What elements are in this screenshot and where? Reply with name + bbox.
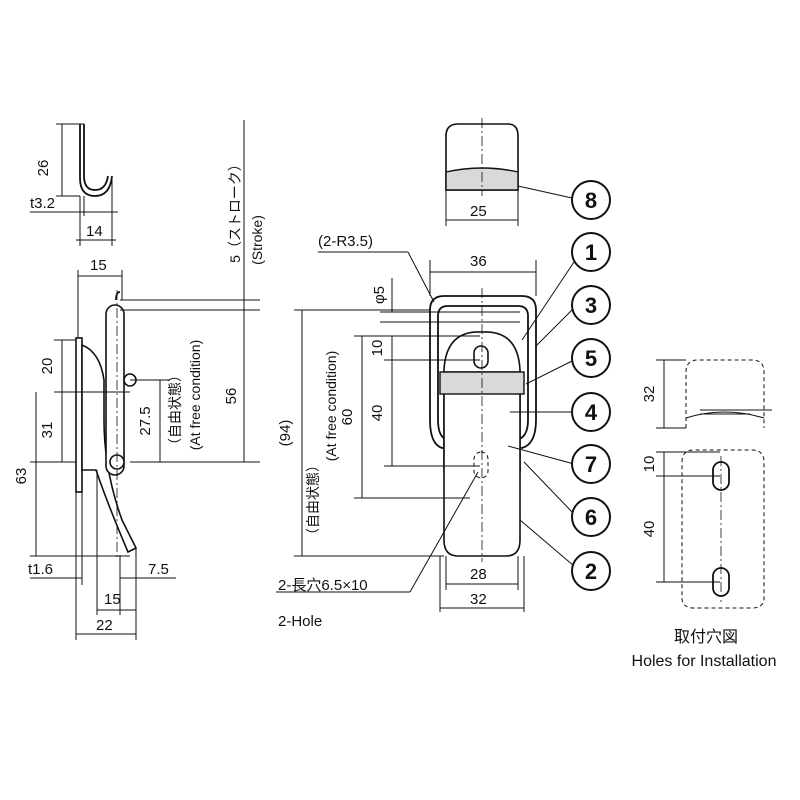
side-dim-31: 31 [39,422,56,439]
part-8-bubble [571,180,611,220]
install-dim-40: 40 [641,521,658,538]
side-dim-stroke-en: (Stroke) [249,215,265,265]
part-6-label: 6 [585,505,597,530]
side-free-condition-jp: （自由状態） [167,368,183,452]
lever [105,304,125,476]
part-2-bubble [571,551,611,591]
front-dim-32: 32 [470,591,487,608]
front-free-condition-jp: （自由状態） [305,458,321,542]
side-dim-7-5: 7.5 [148,561,169,578]
front-slot-jp: 2-長穴6.5×10 [278,577,368,594]
install-title-jp: 取付穴図 [674,628,738,646]
side-dim-56: 56 [223,388,240,405]
part-1-bubble [571,232,611,272]
part-4-bubble [571,392,611,432]
side-dim-15-bottom: 15 [104,591,121,608]
hook-dim-thickness: t3.2 [30,195,55,212]
install-view: 32 10 40 取付穴図 Holes for Installation [632,359,777,670]
mounting-plate-outline [681,449,765,609]
base-plate [75,337,83,493]
part-4-label: 4 [585,400,598,425]
part-7-bubble [571,444,611,484]
front-hole-en: 2-Hole [278,613,322,630]
latch-body [81,343,138,554]
side-view: 15 56 5（ストローク） (Stroke) 27.5 （自由状態） (At … [13,120,265,640]
part-3-label: 3 [585,293,597,318]
hook-dim-14: 14 [86,223,103,240]
side-dim-15-top: 15 [90,257,107,274]
front-free-condition-en: (At free condition) [323,351,339,462]
part-5-label: 5 [585,346,597,371]
install-dim-32: 32 [641,386,658,403]
hook-dim-26: 26 [35,160,52,177]
top-view: 25 [445,118,519,226]
install-dim-10: 10 [641,456,658,473]
side-dim-t1-6: t1.6 [28,561,53,578]
front-dim-60: 60 [339,409,356,426]
front-dim-94: (94) [277,420,294,447]
front-dim-28: 28 [470,566,487,583]
side-dim-stroke: 5（ストローク） [227,157,243,263]
part-8-label: 8 [585,188,597,213]
front-dim-r: (2-R3.5) [318,233,373,250]
part-5-bubble [571,338,611,378]
side-dim-27-5: 27.5 [137,406,154,435]
part-7-label: 7 [585,452,597,477]
part-3-bubble [571,285,611,325]
side-free-condition-en: (At free condition) [187,340,203,451]
part-1-label: 1 [585,240,597,265]
part-bubbles: 8 1 3 5 4 7 6 2 [507,180,611,591]
part-6-bubble [571,497,611,537]
upper-slot [473,345,489,369]
install-title-en: Holes for Installation [632,653,777,670]
front-dim-10: 10 [369,340,386,357]
side-dim-22: 22 [96,617,113,634]
front-dim-phi5: φ5 [371,286,388,304]
lower-slot-hidden [473,451,489,479]
front-dim-36: 36 [470,253,487,270]
hook-view: 26 t3.2 14 [30,123,118,246]
wire-loop [429,295,537,449]
part-2-label: 2 [585,559,597,584]
side-dim-20: 20 [39,358,56,375]
front-view: 36 (2-R3.5) φ5 10 40 60 (94) （自由状態） (At … [276,233,537,630]
side-dim-63: 63 [13,468,30,485]
top-dim-25: 25 [470,203,487,220]
front-dim-40: 40 [369,405,386,422]
